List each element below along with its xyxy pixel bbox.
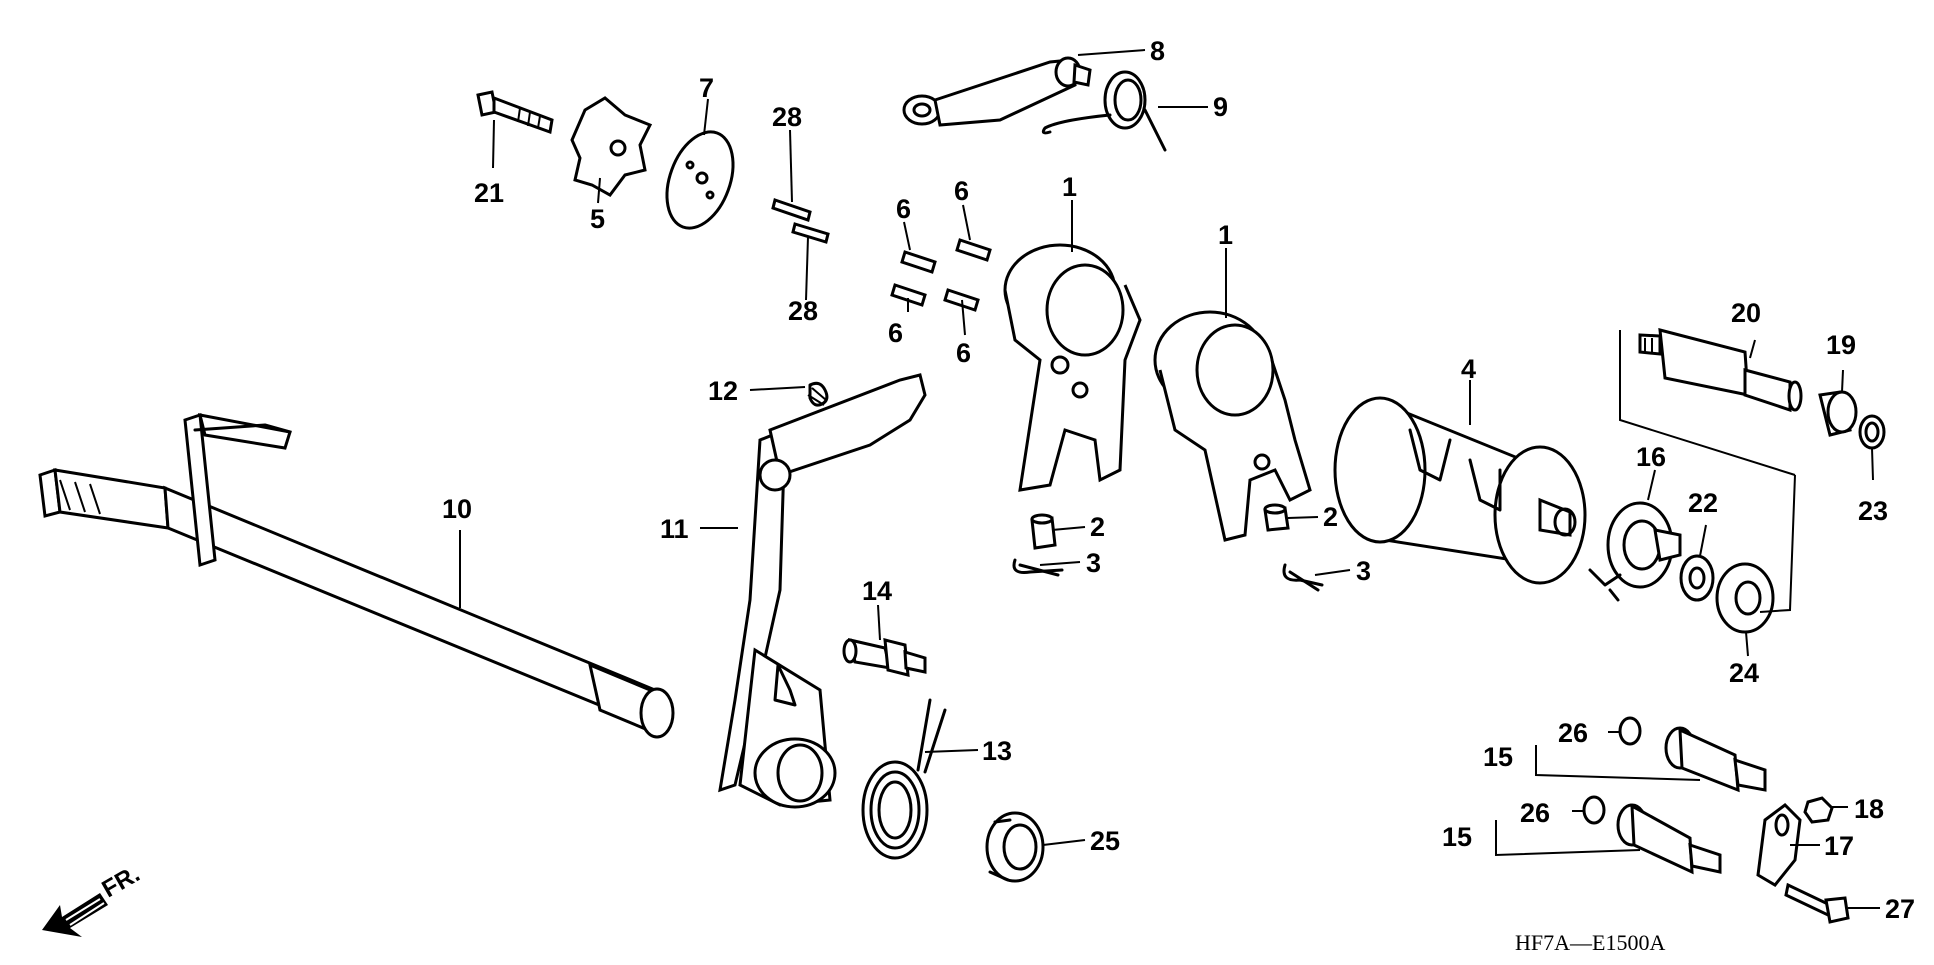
part-2-guide-pins (1030, 503, 1290, 550)
assembly-brackets (1495, 330, 1796, 857)
callout-2-left: 2 (1090, 512, 1105, 542)
callout-6-b: 6 (954, 176, 969, 206)
part-9-stopper-spring (1041, 70, 1167, 152)
callout-13: 13 (982, 736, 1012, 766)
callout-14: 14 (862, 576, 892, 606)
part-18-nut (1803, 796, 1834, 824)
callout-2-right: 2 (1323, 502, 1338, 532)
leader-lines (459, 49, 1880, 909)
callout-12: 12 (708, 376, 738, 406)
part-8-stopper-arm (902, 56, 1092, 127)
part-10-gearshift-spindle (38, 412, 675, 739)
callout-16: 16 (1636, 442, 1666, 472)
callout-15-bottom: 15 (1442, 822, 1472, 852)
callout-19: 19 (1826, 330, 1856, 360)
part-1-shift-fork-left (1003, 243, 1142, 492)
callout-17: 17 (1824, 831, 1854, 861)
part-6-pins (890, 238, 992, 312)
callout-23: 23 (1858, 496, 1888, 526)
callout-3-left: 3 (1086, 548, 1101, 578)
callout-8: 8 (1150, 36, 1165, 66)
part-4-gearshift-drum (1333, 396, 1587, 585)
callout-15-top: 15 (1483, 742, 1513, 772)
part-12-spring (807, 381, 829, 407)
callout-26-bottom: 26 (1520, 798, 1550, 828)
callout-7: 7 (699, 73, 714, 103)
callout-4: 4 (1461, 354, 1476, 384)
front-direction-arrow-icon (42, 893, 108, 937)
callout-10: 10 (442, 494, 472, 524)
callout-25: 25 (1090, 826, 1120, 856)
callout-6-a: 6 (896, 194, 911, 224)
part-24-bearing (1715, 562, 1775, 634)
callout-5: 5 (590, 204, 605, 234)
part-5-stopper-plate (570, 96, 653, 197)
diagram-code: HF7A—E1500A (1515, 930, 1665, 955)
callout-6-c: 6 (888, 318, 903, 348)
part-16-bearing-holder (1588, 501, 1682, 602)
callout-26-top: 26 (1558, 718, 1588, 748)
part-11-gearshift-arm (718, 373, 927, 809)
part-17-plate (1756, 803, 1802, 887)
callout-1-left: 1 (1062, 172, 1077, 202)
callout-11: 11 (660, 514, 689, 544)
callout-18: 18 (1854, 794, 1884, 824)
callout-28-bottom: 28 (788, 296, 818, 326)
part-3-cotter-pins (1012, 558, 1324, 592)
callout-20: 20 (1731, 298, 1761, 328)
front-direction-label: FR. (98, 860, 145, 903)
callout-labels: 1 1 2 2 3 3 4 5 6 6 6 6 7 8 9 10 11 12 1… (442, 36, 1915, 924)
part-15-bolts (1616, 726, 1767, 875)
callout-27: 27 (1885, 894, 1915, 924)
part-22-washer (1679, 554, 1715, 602)
callout-21: 21 (474, 178, 504, 208)
callout-3-right: 3 (1356, 556, 1371, 586)
part-1-shift-fork-right (1153, 310, 1312, 542)
part-19-collar (1818, 390, 1858, 437)
callout-22: 22 (1688, 488, 1718, 518)
callout-6-d: 6 (956, 338, 971, 368)
part-14-stud-bolt (842, 638, 927, 677)
callout-1-right: 1 (1218, 220, 1233, 250)
part-7-center-plate (665, 130, 735, 230)
part-13-return-spring (861, 698, 947, 860)
part-27-bolt (1784, 882, 1850, 924)
part-23-circlip (1858, 414, 1886, 450)
part-21-bolt (476, 90, 554, 135)
part-20-shift-drum-shaft (1638, 328, 1803, 413)
part-28-dowel-pins (771, 198, 830, 244)
callout-28-top: 28 (772, 102, 802, 132)
part-25-oil-seal (985, 811, 1045, 883)
callout-24: 24 (1729, 658, 1759, 688)
callout-9: 9 (1213, 92, 1228, 122)
